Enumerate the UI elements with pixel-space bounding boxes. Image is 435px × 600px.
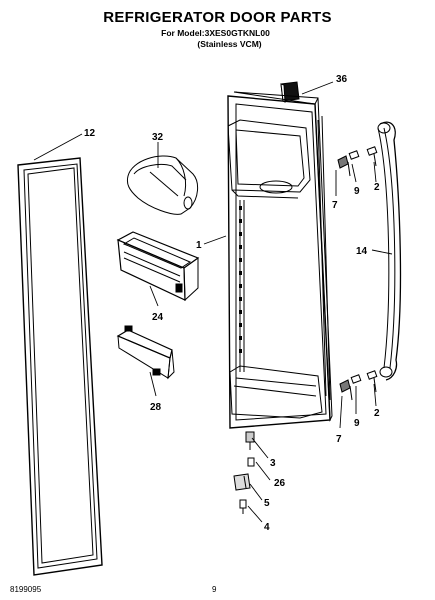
part-24-door-bin <box>116 231 200 302</box>
callout-1: 1 <box>196 240 202 251</box>
callout-2-lower: 2 <box>374 408 380 419</box>
callout-12: 12 <box>84 128 96 139</box>
callout-32: 32 <box>152 132 164 143</box>
model-line: For Model:3XES0GTKNL00 <box>161 28 270 38</box>
callout-26: 26 <box>274 478 286 489</box>
part-3-hinge-pin <box>245 431 255 450</box>
document-number: 8199095 <box>10 585 42 594</box>
part-32-dairy-cover <box>126 155 198 215</box>
page-number: 9 <box>212 585 217 594</box>
variant-line: (Stainless VCM) <box>197 39 262 49</box>
door-liner-holes <box>239 206 242 353</box>
callout-7-lower: 7 <box>336 434 342 445</box>
callout-5: 5 <box>264 498 270 509</box>
part-7-9-2-upper-bracket <box>337 146 378 177</box>
callout-3: 3 <box>270 458 276 469</box>
callout-4: 4 <box>264 522 270 533</box>
part-4-bolt <box>239 499 247 514</box>
callout-9-lower: 9 <box>354 418 360 429</box>
callout-7-upper: 7 <box>332 200 338 211</box>
callout-14: 14 <box>356 246 368 257</box>
part-28-shelf-bar <box>116 325 175 380</box>
part-1-door-assembly <box>227 91 333 429</box>
callout-36: 36 <box>336 74 348 85</box>
callout-2-upper: 2 <box>374 182 380 193</box>
part-14-door-handle <box>377 121 402 381</box>
part-5-hinge-bracket <box>233 473 251 491</box>
part-12-door-gasket <box>17 157 103 576</box>
part-7-9-2-lower-bracket <box>339 370 378 401</box>
callout-leader-lines <box>33 81 393 523</box>
part-26-screw <box>247 457 255 467</box>
page-title: REFRIGERATOR DOOR PARTS <box>103 9 332 26</box>
callout-28: 28 <box>150 402 162 413</box>
callout-9-upper: 9 <box>354 186 360 197</box>
callout-24: 24 <box>152 312 164 323</box>
